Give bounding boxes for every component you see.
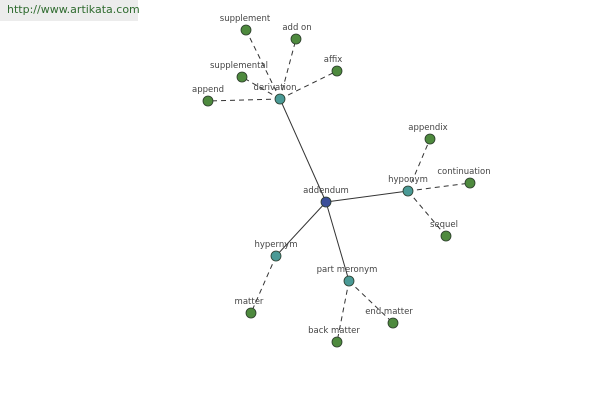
edge-addendum-to-hypernym: [275, 201, 327, 257]
node-dot-hyponym[interactable]: [402, 185, 414, 197]
node-dot-derivation[interactable]: [274, 93, 286, 105]
node-dot-supplement[interactable]: [240, 24, 252, 36]
node-label-supplemental: supplemental: [210, 61, 268, 71]
node-sequel[interactable]: sequel: [430, 220, 458, 242]
node-derivation[interactable]: derivation: [253, 83, 297, 105]
node-dot-append[interactable]: [202, 95, 214, 107]
graph-nodes: addendum derivation hyponym hypernym part me…: [192, 14, 491, 348]
edge-hyponym-to-sequel: [407, 190, 447, 237]
node-label-continuation: continuation: [437, 167, 490, 177]
edge-hypernym-to-matter: [250, 255, 277, 314]
edge-derivation-to-add-on: [279, 38, 297, 100]
node-label-sequel: sequel: [430, 220, 458, 230]
node-label-hyponym: hyponym: [388, 175, 428, 185]
edge-hyponym-to-continuation: [407, 182, 471, 192]
node-label-part-meronym: part meronym: [317, 265, 378, 275]
edge-part-meronym-to-end-matter: [348, 280, 394, 324]
node-dot-continuation[interactable]: [464, 177, 476, 189]
node-dot-supplemental[interactable]: [236, 71, 248, 83]
node-addendum[interactable]: addendum: [303, 186, 349, 208]
node-dot-back-matter[interactable]: [331, 336, 343, 348]
node-dot-hypernym[interactable]: [270, 250, 282, 262]
node-label-appendix: appendix: [408, 123, 447, 133]
node-affix[interactable]: affix: [324, 55, 343, 77]
node-supplement[interactable]: supplement: [220, 14, 271, 36]
node-dot-end-matter[interactable]: [387, 317, 399, 329]
node-dot-sequel[interactable]: [440, 230, 452, 242]
node-label-hypernym: hypernym: [254, 240, 297, 250]
graph-edges: [207, 29, 471, 343]
edge-derivation-to-append: [207, 98, 281, 102]
node-label-affix: affix: [324, 55, 342, 65]
node-label-back-matter: back matter: [308, 326, 360, 336]
node-label-matter: matter: [235, 297, 264, 307]
node-label-supplement: supplement: [220, 14, 271, 24]
node-hyponym[interactable]: hyponym: [388, 175, 428, 197]
node-dot-addendum[interactable]: [320, 196, 332, 208]
node-end-matter[interactable]: end matter: [365, 307, 413, 329]
node-dot-add-on[interactable]: [290, 33, 302, 45]
node-label-end-matter: end matter: [365, 307, 413, 317]
node-dot-affix[interactable]: [331, 65, 343, 77]
edge-part-meronym-to-back-matter: [336, 280, 350, 343]
node-dot-matter[interactable]: [245, 307, 257, 319]
node-dot-part-meronym[interactable]: [343, 275, 355, 287]
edge-derivation-to-supplemental: [241, 76, 281, 100]
site-url-link[interactable]: http://www.artikata.com: [7, 3, 140, 16]
node-continuation[interactable]: continuation: [437, 167, 491, 189]
edge-derivation-to-supplement: [245, 29, 281, 100]
node-supplemental[interactable]: supplemental: [210, 61, 268, 83]
edge-addendum-to-derivation: [279, 98, 327, 203]
node-label-derivation: derivation: [253, 83, 296, 93]
edge-addendum-to-part-meronym: [325, 201, 350, 282]
node-hypernym[interactable]: hypernym: [254, 240, 298, 262]
node-matter[interactable]: matter: [235, 297, 264, 319]
node-label-append: append: [192, 85, 224, 95]
node-label-addendum: addendum: [303, 186, 349, 196]
node-label-add-on: add on: [282, 23, 311, 33]
node-dot-appendix[interactable]: [424, 133, 436, 145]
url-banner[interactable]: http://www.artikata.com: [0, 0, 140, 21]
edge-addendum-to-hyponym: [325, 190, 409, 203]
node-append[interactable]: append: [192, 85, 224, 107]
edge-derivation-to-affix: [279, 70, 338, 100]
edge-hyponym-to-appendix: [407, 138, 431, 192]
node-add-on[interactable]: add on: [282, 23, 312, 45]
node-part-meronym[interactable]: part meronym: [317, 265, 378, 287]
node-back-matter[interactable]: back matter: [308, 326, 360, 348]
node-appendix[interactable]: appendix: [408, 123, 448, 145]
